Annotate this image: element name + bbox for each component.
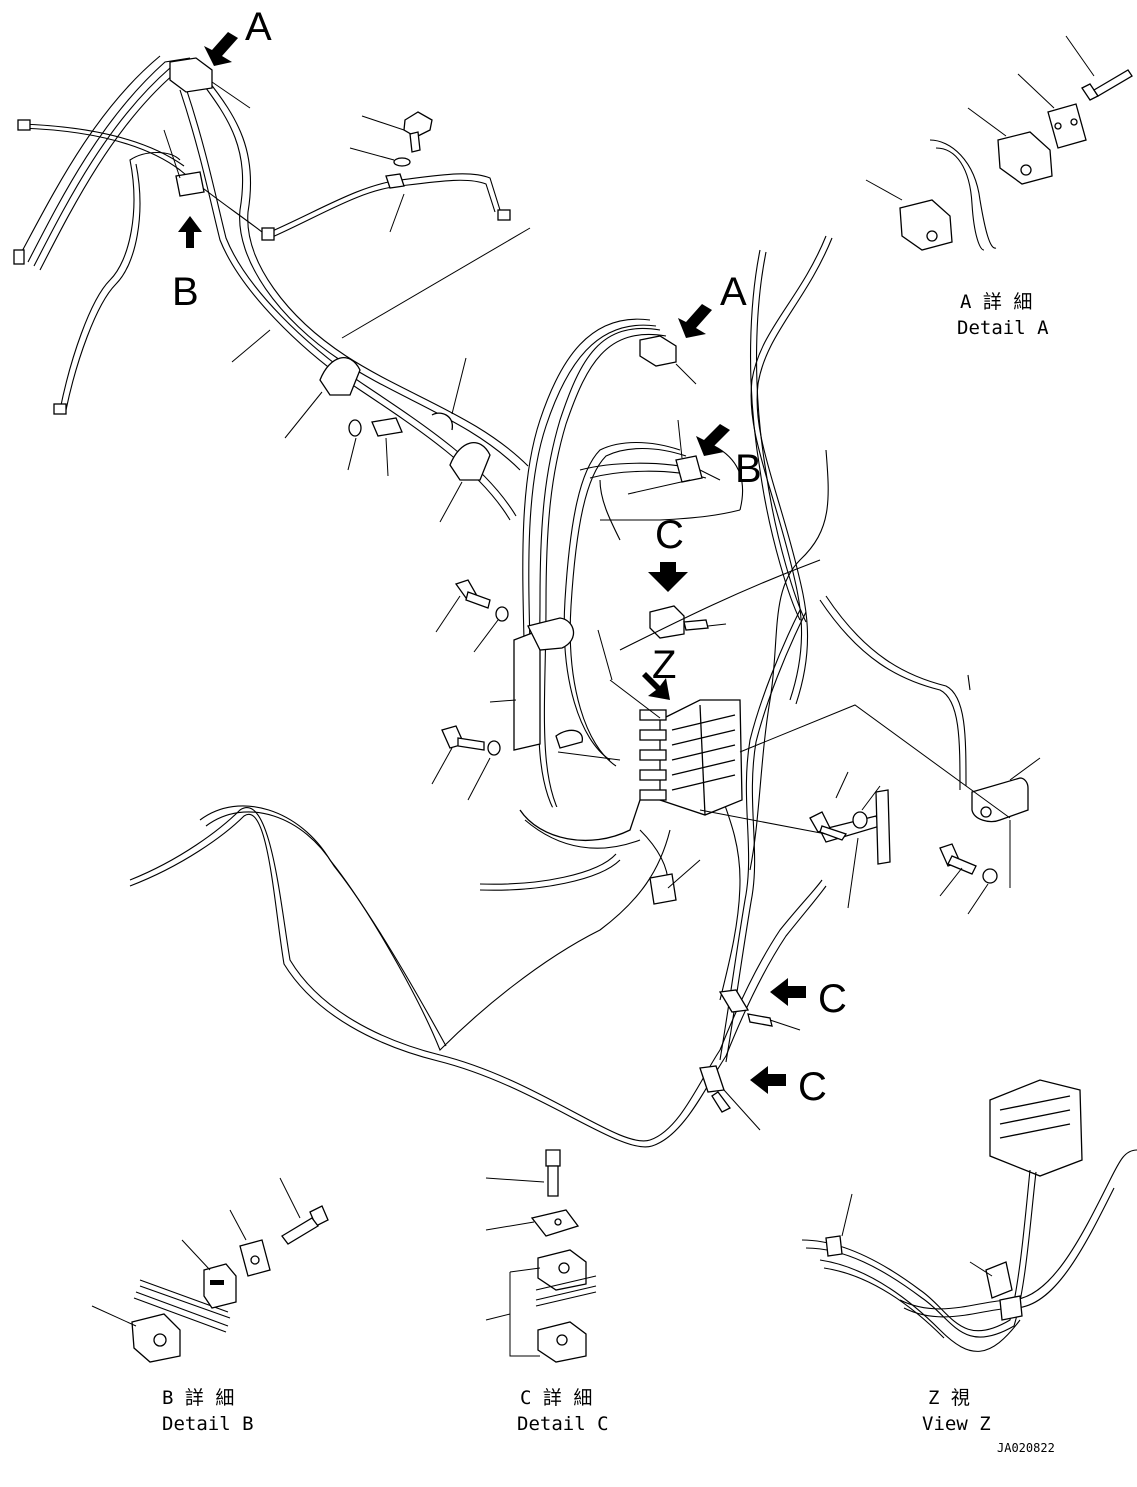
callout-c-lower-1: C — [818, 977, 847, 1021]
washer-mid — [348, 419, 362, 437]
plate-far-right — [971, 777, 1029, 823]
fitting-upper — [385, 173, 405, 189]
view-z-clamp-1 — [825, 1235, 843, 1257]
clamp-b-center — [675, 455, 703, 483]
arrow-b-left — [178, 216, 202, 248]
upper-left-hose-bundle — [13, 55, 531, 523]
arrow-c-lower-1 — [770, 978, 806, 1006]
callout-c-center: C — [655, 513, 684, 557]
detail-c-bolt-head — [545, 1149, 561, 1167]
view-z-en-caption: View Z — [922, 1413, 991, 1435]
detail-b-block-upper — [203, 1263, 237, 1309]
clamp-a-top — [169, 57, 213, 93]
view-z-valve — [989, 1079, 1083, 1177]
detail-a-block-lower — [899, 199, 953, 251]
bolt-center-2 — [441, 725, 485, 751]
callout-arrows — [178, 32, 806, 1094]
callout-b-center: B — [735, 447, 762, 491]
saddle-clamp-2 — [449, 442, 491, 481]
bolt-right-1 — [809, 811, 848, 841]
arrow-c-center — [648, 562, 688, 592]
bolt-mid — [371, 417, 403, 437]
bolt-far-right — [939, 843, 977, 875]
arrow-z — [642, 672, 670, 700]
clamp-c-lower-2 — [699, 1065, 725, 1093]
control-valve — [639, 699, 743, 816]
view-z-figure: Z 視 View Z — [801, 1079, 1137, 1435]
arrow-c-lower-2 — [750, 1066, 786, 1094]
callout-c-lower-2: C — [798, 1065, 827, 1109]
view-z-jp-caption: Z 視 — [928, 1387, 970, 1409]
arrow-a-center — [678, 304, 712, 338]
bolt-upper — [403, 111, 433, 153]
detail-a-block-upper — [997, 131, 1053, 185]
detail-a-figure: A 詳 細 Detail A — [865, 35, 1133, 339]
washer-upper — [393, 157, 411, 167]
saddle-clamp-1 — [319, 357, 361, 396]
clamp-c-center — [649, 605, 685, 639]
detail-c-en-caption: Detail C — [517, 1413, 609, 1435]
mounting-plate — [513, 629, 541, 751]
bolt-center-1 — [454, 579, 491, 609]
detail-a-jp-caption: A 詳 細 — [960, 291, 1032, 313]
detail-b-figure: B 詳 細 Detail B — [91, 1177, 329, 1435]
detail-c-jp-caption: C 詳 細 — [520, 1387, 592, 1409]
detail-a-en-caption: Detail A — [957, 317, 1049, 339]
detail-b-en-caption: Detail B — [162, 1413, 254, 1435]
callout-a-center: A — [720, 270, 747, 314]
clamp-a-center — [639, 335, 677, 367]
clamp-lower — [649, 873, 677, 905]
callout-letters: A B A B C Z C C — [172, 5, 847, 1109]
detail-c-figure: C 詳 細 Detail C — [485, 1149, 609, 1435]
callout-b-left: B — [172, 270, 199, 314]
washer-right-1 — [852, 811, 868, 829]
arrow-b-center — [696, 424, 730, 456]
detail-a-plate — [1047, 103, 1087, 149]
callout-z: Z — [652, 643, 676, 687]
view-z-clamp-2 — [999, 1295, 1023, 1321]
washer-far-right — [982, 868, 998, 884]
callout-a-top: A — [245, 5, 272, 49]
clamp-c-lower-1 — [718, 989, 750, 1013]
arrow-a-top — [204, 32, 238, 66]
detail-b-jp-caption: B 詳 細 — [162, 1387, 234, 1409]
drawing-code: JA020822 — [997, 1441, 1055, 1455]
clamp-b-left — [175, 171, 205, 197]
washer-center-2 — [487, 740, 501, 756]
washer-center-1 — [495, 606, 509, 622]
central-hose-bundle — [129, 235, 1041, 1148]
